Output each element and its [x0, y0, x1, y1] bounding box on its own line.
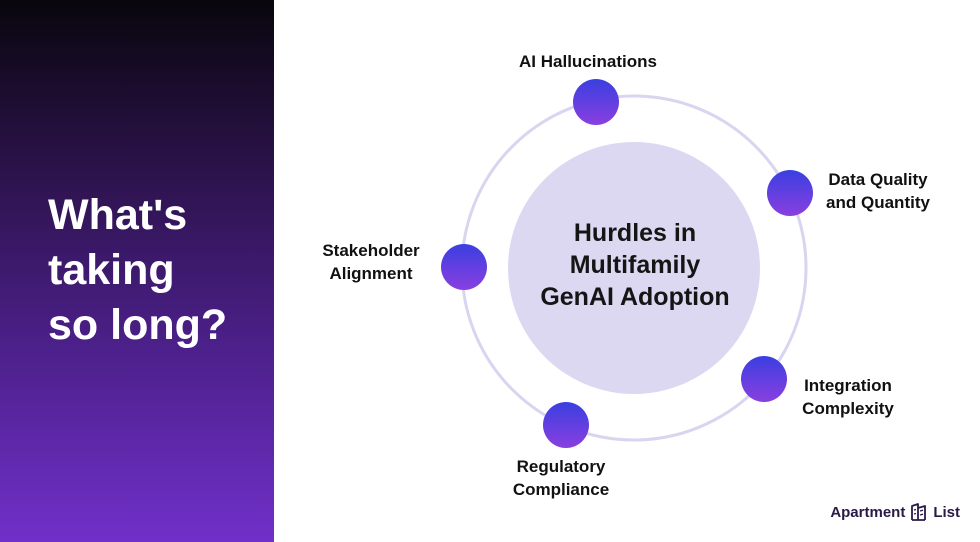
headline-line: taking: [48, 246, 175, 295]
label-line: Complexity: [802, 399, 894, 418]
center-title-line: GenAI Adoption: [540, 283, 730, 311]
label-line: Data Quality: [828, 170, 928, 189]
label-line: Regulatory: [516, 457, 606, 476]
logo-text-left: Apartment: [830, 503, 906, 521]
label-regulatory-compliance: Regulatory Compliance: [500, 455, 622, 501]
hurdles-diagram: [441, 79, 813, 448]
node-ai-hallucinations: [573, 79, 619, 125]
left-panel: What's taking so long?: [0, 0, 274, 542]
label-integration-complexity: Integration Complexity: [792, 374, 904, 420]
label-ai-hallucinations: AI Hallucinations: [500, 50, 676, 73]
center-title-line: Hurdles in: [573, 219, 697, 247]
node-stakeholder-alignment: [441, 244, 487, 290]
label-line: AI Hallucinations: [519, 52, 657, 71]
center-title: Hurdles in Multifamily GenAI Adoption: [510, 217, 760, 313]
building-icon: [911, 503, 927, 521]
node-integration-complexity: [741, 356, 787, 402]
label-line: Compliance: [512, 480, 610, 499]
apartment-list-logo: Apartment List: [830, 502, 960, 522]
slide-headline: What's taking so long?: [48, 188, 258, 353]
node-data-quality: [767, 170, 813, 216]
label-data-quality: Data Quality and Quantity: [818, 168, 938, 214]
label-line: Alignment: [329, 264, 413, 283]
headline-line: so long?: [48, 301, 228, 350]
label-line: Integration: [804, 376, 892, 395]
logo-text-right: List: [933, 503, 960, 521]
node-regulatory-compliance: [543, 402, 589, 448]
label-stakeholder-alignment: Stakeholder Alignment: [312, 239, 430, 285]
label-line: and Quantity: [826, 193, 930, 212]
center-title-line: Multifamily: [569, 251, 701, 279]
label-line: Stakeholder: [322, 241, 420, 260]
center-circle: [508, 142, 760, 394]
headline-line: What's: [48, 191, 188, 239]
